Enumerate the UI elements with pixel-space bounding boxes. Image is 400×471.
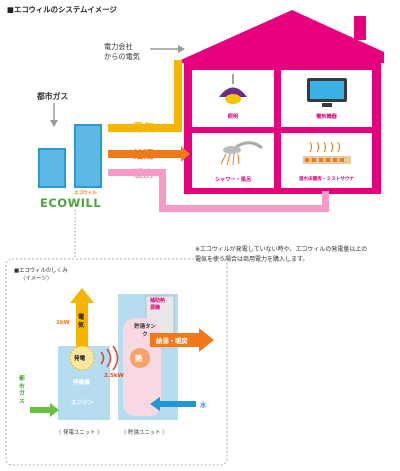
grid-power-label: 電力会社 からの電気: [104, 42, 140, 61]
shower-icon: [220, 141, 263, 166]
heat-label: 熱: [135, 354, 143, 363]
water-label: 水: [200, 401, 207, 409]
lamp-icon: [219, 74, 247, 104]
hot-water-label: 給湯: [133, 149, 154, 161]
floor-heating-label: 温水床暖房・ミストサウナ: [298, 177, 355, 182]
inset-gas-arrow: [30, 403, 59, 417]
logo-kana: エコウィル: [74, 191, 97, 196]
electricity-label: 電気: [133, 122, 154, 134]
ecowill-logo: エコウィル ECOWILL: [40, 190, 120, 210]
generation-label: 発電: [74, 356, 86, 362]
generation-glow: [69, 345, 95, 371]
appliances-label: 電気機器: [316, 114, 337, 120]
tv-icon: [307, 78, 347, 107]
supply-label: 給湯・暖房: [156, 337, 188, 345]
heat-waves: [100, 345, 119, 371]
ecowill-unit: [38, 124, 102, 188]
generator-label: 発電機: [73, 380, 90, 386]
power-up-arrow: [70, 288, 94, 350]
supply-arrow: [150, 328, 214, 352]
water-arrow: [150, 397, 196, 411]
grid-power-arrow: [150, 45, 185, 53]
city-gas-label: 都市ガス: [37, 92, 69, 101]
inset-gas-label: 都市ガス: [19, 376, 25, 405]
logo-text: ECOWILL: [40, 196, 102, 210]
shower-label: シャワー・風呂: [214, 177, 252, 183]
lighting-label: 照明: [227, 114, 239, 120]
aux-heater-label: 補助熱源機: [150, 298, 166, 311]
hot-water-line: [108, 146, 190, 162]
diagram-title: ■エコウィルのシステムイメージ: [7, 5, 117, 14]
storage-tank-label: 貯湯タンク: [134, 324, 156, 338]
purchase-note: ※エコウィルが発電していない時や、エコウィルの発電量以上の 電気を使う場合は商用…: [195, 246, 368, 263]
electricity-line: [108, 60, 182, 132]
inset-title: ■エコウィルのしくみ （イメージ）: [14, 268, 68, 282]
gen-unit-caption: 〈 発電ユニット 〉: [56, 430, 103, 436]
electricity-vertical-label: 電気: [78, 314, 85, 329]
power-output-label: 1kW: [56, 320, 70, 326]
heat-circle: [130, 348, 150, 368]
engine-label: エンジン: [71, 400, 94, 406]
city-gas-arrow: [50, 103, 58, 127]
heat-output-label: 2.5kW: [104, 373, 124, 379]
heating-label: 暖房: [133, 168, 154, 180]
heating-line: [108, 169, 329, 212]
storage-unit-caption: 〈 貯湯ユニット 〉: [121, 430, 168, 436]
floor-heating-icon: [303, 141, 351, 164]
